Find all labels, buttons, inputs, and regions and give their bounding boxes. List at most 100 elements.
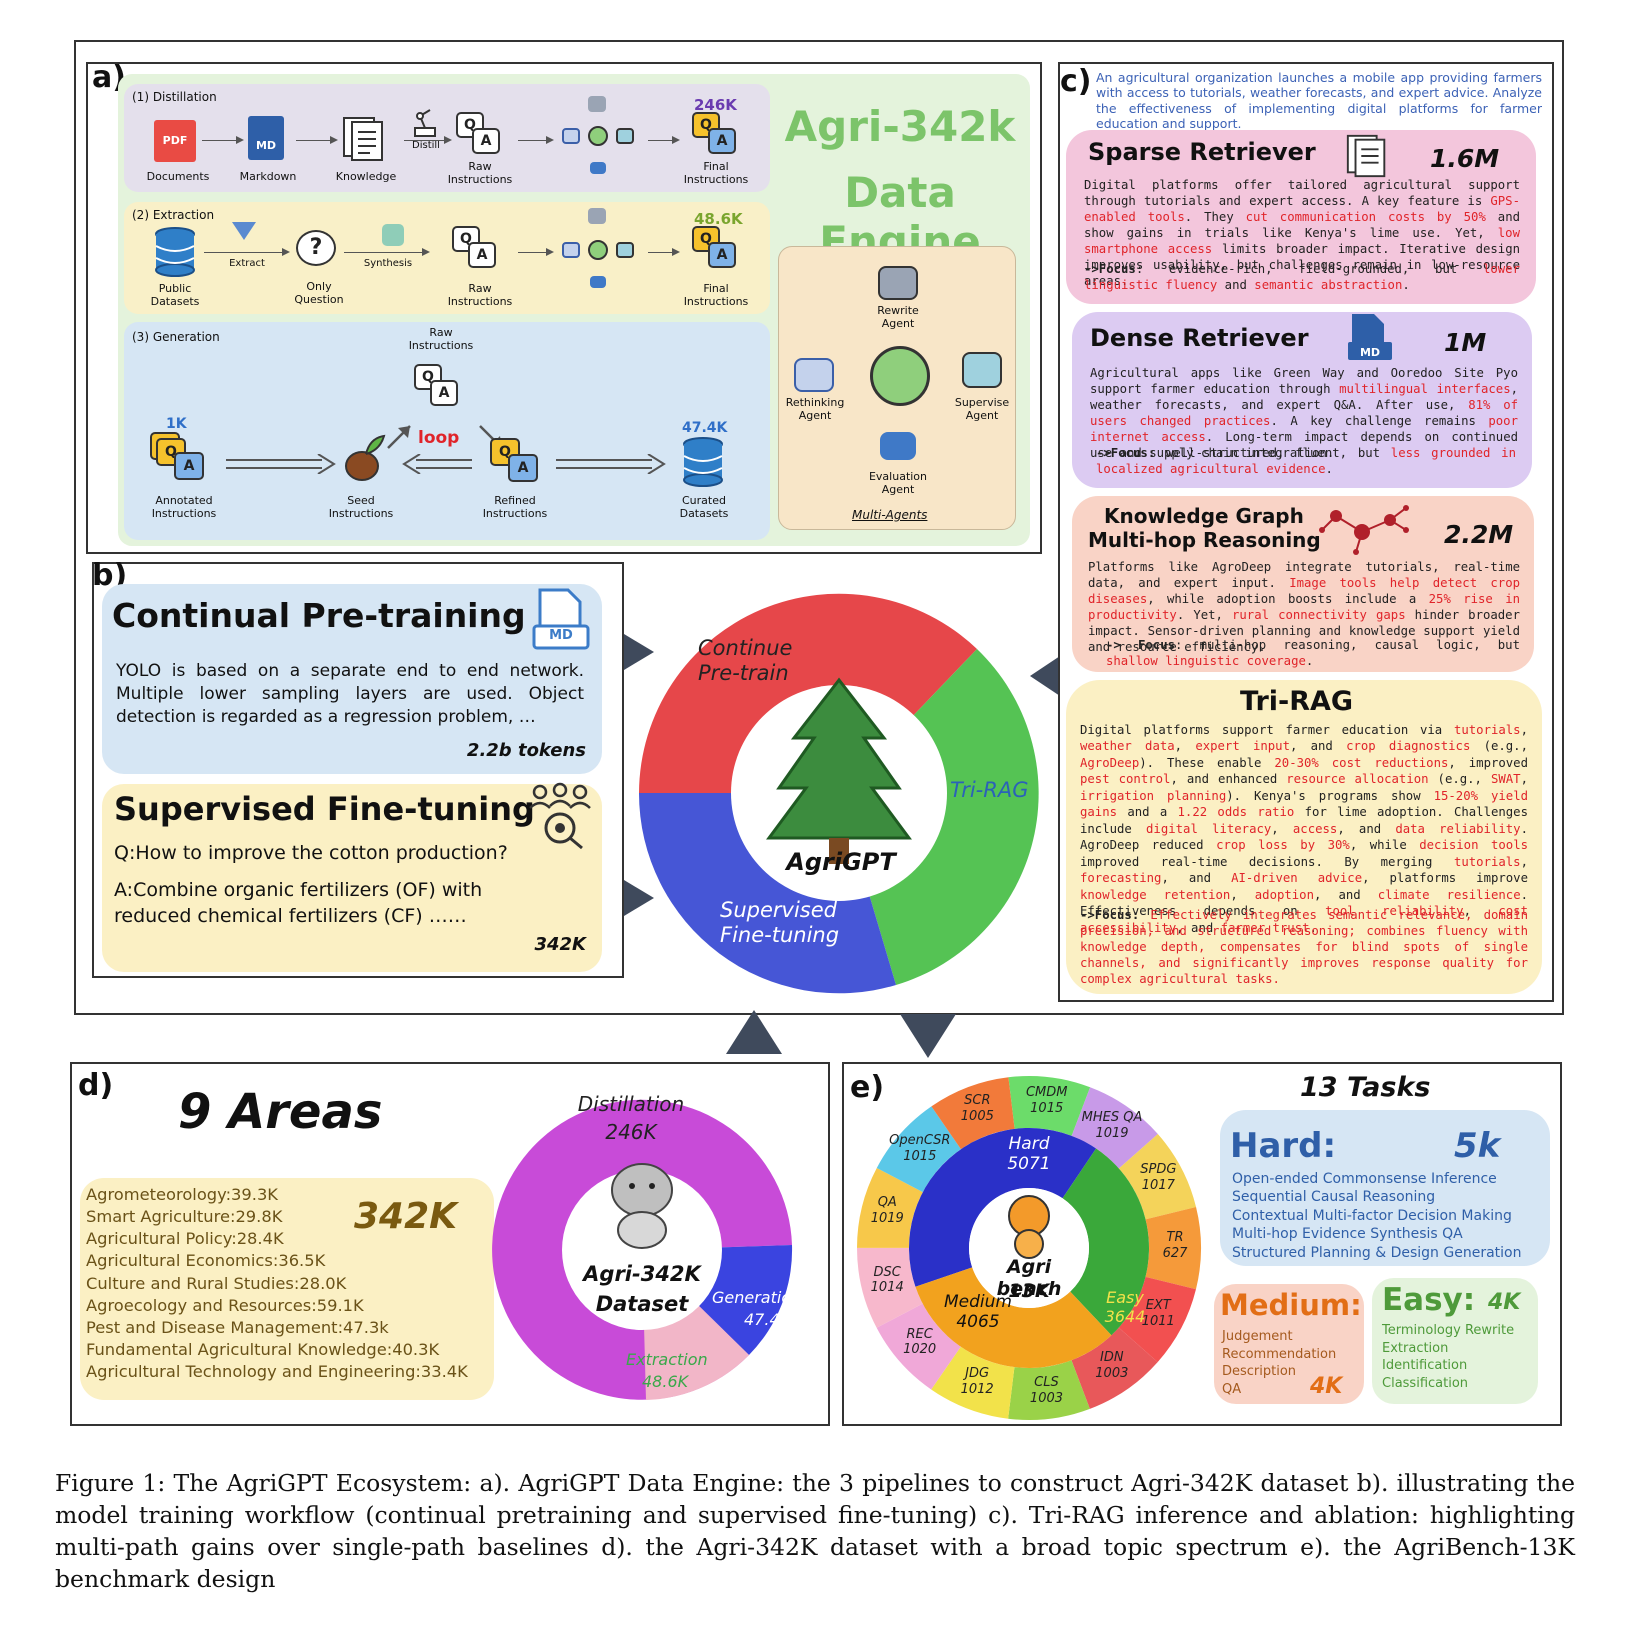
a-bubble: A (708, 128, 736, 154)
node-raw-instructions-2: Raw Instructions (447, 282, 513, 309)
agrigpt-ring (638, 593, 1039, 994)
r: 15-20% yield gains (1080, 788, 1528, 820)
r: irrigation planning (1080, 788, 1227, 803)
donut-label-generation-n: 47.4K (744, 1310, 791, 1329)
distill-label: Distill (412, 140, 440, 151)
r: tutorials (1453, 723, 1521, 737)
multi-agents-caption: Multi-Agents (852, 508, 928, 522)
t: for lime adoption. Challenges include (1080, 805, 1528, 836)
ring-label-pretrain: Continue Pre-train (698, 636, 793, 686)
t: , and (1161, 871, 1232, 886)
t: : multi-hop reasoning, causal logic, but (1175, 638, 1520, 652)
final-qa-icon: Q A (692, 112, 738, 158)
sft-question: Q:How to improve the cotton production? (114, 842, 508, 864)
donut-label-distillation-n: 246K (605, 1120, 657, 1144)
arrow (648, 248, 680, 256)
a-letter: A (716, 133, 728, 149)
trirag-focus: ->Focus: Effectively integrates semantic… (1080, 908, 1528, 988)
synthesis-label: Synthesis (363, 258, 413, 269)
arrow-triangle-down (900, 1014, 956, 1058)
r: multilingual interfaces (1339, 381, 1511, 396)
f: -> Focus (1106, 638, 1175, 652)
label: Hard (1008, 1134, 1050, 1154)
chat-cycle-icon (588, 126, 608, 146)
qa-bubble-icon: Q A (452, 226, 498, 272)
t: improved real-time decisions. By merging (1080, 854, 1454, 869)
panel-d-label: d) (78, 1068, 114, 1103)
raw-instructions-top-label: Raw Instructions (408, 326, 474, 353)
robot-icon (588, 96, 606, 112)
outer-segment-value: 1012 (960, 1382, 994, 1398)
dense-focus: ->Focus: well-structured, fluent, but le… (1096, 446, 1516, 478)
a-letter: A (476, 247, 488, 263)
outer-segment-value: 1019 (1095, 1125, 1129, 1141)
t: Digital platforms offer tailored agricul… (1084, 178, 1520, 208)
chat-cycle-icon (588, 240, 608, 260)
outer-segment-value: 1003 (1029, 1390, 1064, 1406)
node-final-instructions: Final Instructions (683, 160, 749, 187)
f: ->Focus: (1096, 446, 1156, 460)
people-search-icon (529, 782, 591, 850)
value: 5071 (1007, 1154, 1051, 1175)
outer-segment-name: JDG (965, 1366, 990, 1382)
evaluation-robot-icon (880, 432, 916, 460)
robot-icon (616, 128, 634, 144)
f: ->Focus: (1080, 908, 1140, 922)
rewrite-agent-label: Rewrite Agent (877, 304, 919, 331)
t: and a (1117, 805, 1178, 820)
donut-label-extraction: Extraction (626, 1350, 708, 1369)
r: low smartphone access (1084, 225, 1520, 256)
t: , (1174, 739, 1196, 754)
easy-title: Easy: (1382, 1282, 1476, 1318)
markdown-icon-label: MD (255, 139, 277, 152)
donut-label-extraction-n: 48.6K (642, 1372, 689, 1391)
r: adoption (1254, 887, 1314, 902)
t: . Long-term impact depends on continued … (1090, 429, 1518, 460)
question-icon: ? (296, 230, 336, 266)
arrow (404, 136, 452, 144)
areas-list: Agrometeorology:39.3K Smart Agriculture:… (86, 1184, 468, 1383)
refined-label: Refined Instructions (482, 494, 548, 521)
areas-total: 342K (354, 1196, 458, 1237)
cpt-md-label: MD (549, 628, 573, 643)
a-letter: A (716, 247, 728, 263)
outer-segment (857, 1247, 923, 1328)
kg-count: 2.2M (1444, 520, 1514, 549)
t: , and (1314, 887, 1378, 902)
area-item: Agricultural Technology and Engineering:… (86, 1362, 468, 1382)
q-letter: Q (499, 444, 511, 460)
medium-item: Judgement (1222, 1329, 1293, 1344)
area-item: Agricultural Economics:36.5K (86, 1251, 326, 1271)
outer-segment (1008, 1360, 1090, 1420)
easy-item: Identification (1382, 1358, 1468, 1374)
medium-item: Description (1222, 1364, 1297, 1380)
outer-segment (1145, 1206, 1201, 1290)
agent-cluster-icon (560, 96, 640, 180)
panel-e-label: e) (850, 1070, 885, 1105)
pdf-icon-label: PDF (162, 134, 188, 147)
area-item: Agrometeorology:39.3K (86, 1185, 278, 1204)
area-item: Agroecology and Resources:59.1K (86, 1295, 364, 1315)
outer-segment-name: SCR (964, 1093, 991, 1109)
outer-segment-name: EXT (1145, 1297, 1171, 1313)
figure-caption: Figure 1: The AgriGPT Ecosystem: a). Agr… (55, 1469, 1575, 1593)
outer-segment-name: REC (906, 1326, 933, 1342)
outer-segment-value: 1020 (903, 1342, 937, 1358)
agribench-ring (857, 1076, 1201, 1420)
donut-label-distillation: Distillation (577, 1092, 685, 1116)
hard-item: Open-ended Commonsense Inference (1232, 1171, 1497, 1187)
arrow-triangle (1030, 656, 1060, 696)
t: . Effectiveness depends on (1080, 887, 1529, 919)
t: ). Kenya's programs show (1226, 788, 1434, 803)
r: access (1292, 821, 1338, 836)
arrow-triangle-up (726, 1010, 782, 1054)
t: . (1305, 653, 1314, 668)
raw-qa-icon: Q A (414, 364, 460, 410)
sparse-count: 1.6M (1430, 144, 1500, 173)
r: rural connectivity gaps (1232, 607, 1406, 622)
donut-label-generation: Generation (712, 1288, 802, 1307)
